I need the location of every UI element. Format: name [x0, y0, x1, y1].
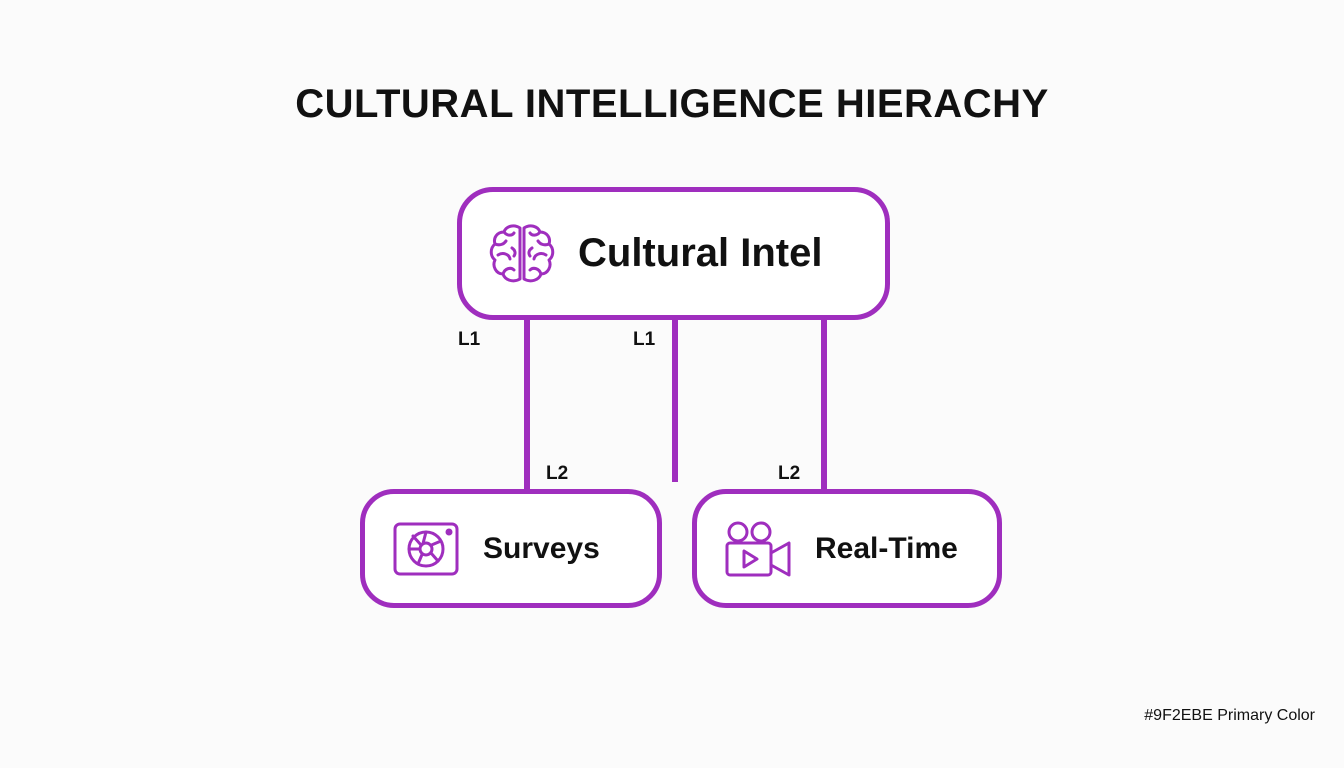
level-label: L2	[778, 463, 801, 484]
diagram-title: CULTURAL INTELLIGENCE HIERACHY	[295, 82, 1049, 126]
brain-icon	[488, 222, 556, 286]
level-label: L2	[546, 463, 569, 484]
node-label-real-time: Real-Time	[815, 531, 958, 565]
node-cultural-intel[interactable]: Cultural Intel	[457, 187, 890, 320]
node-real-time[interactable]: Real-Time	[692, 489, 1002, 608]
level-label: L1	[458, 329, 481, 350]
node-surveys[interactable]: Surveys	[360, 489, 662, 608]
video-camera-icon	[725, 521, 791, 577]
level-label: L1	[633, 329, 656, 350]
node-label-root: Cultural Intel	[578, 231, 823, 275]
node-label-surveys: Surveys	[483, 531, 600, 565]
camera-aperture-icon	[393, 522, 459, 576]
primary-color-note: #9F2EBE Primary Color	[1144, 707, 1315, 724]
